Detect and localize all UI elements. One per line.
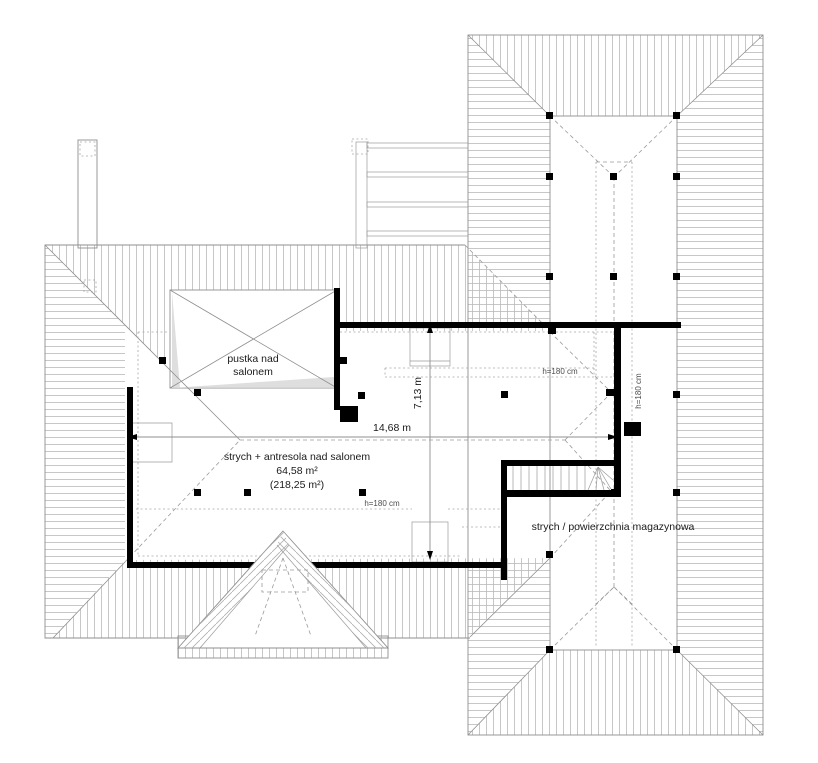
roof-hatch-dashed <box>83 279 97 293</box>
height-contour-label-east: h=180 cm <box>634 373 643 409</box>
wall-east <box>614 322 621 497</box>
attic-area-gross-value: (218,25 m²) <box>270 479 324 491</box>
room-labels: pustka nad salonem strych + antresola na… <box>224 353 695 533</box>
pergola-beams <box>351 138 469 249</box>
height-contour-label-south: h=180 cm <box>364 499 400 508</box>
wall-void-east <box>334 288 340 410</box>
dimension-width: 14,68 m <box>127 422 618 440</box>
structural-post-markers <box>159 112 680 653</box>
attic-walls <box>127 288 681 580</box>
gable-dormer <box>176 530 390 659</box>
stair-winders <box>587 466 614 491</box>
chimney-block-a <box>340 406 358 422</box>
stair-wall-bottom <box>501 490 621 497</box>
wall-south <box>127 562 507 568</box>
storage-attic-label: strych / powierzchnia magazynowa <box>532 521 695 533</box>
dimension-width-label: 14,68 m <box>373 422 411 434</box>
attic-area-value: 64,58 m² <box>276 465 318 477</box>
attic-label-line1: strych + antresola nad salonem <box>224 451 370 463</box>
void-label-line2: salonem <box>233 366 273 378</box>
right-attic-interior <box>549 115 678 651</box>
stair-wall-left <box>501 460 507 580</box>
stair-treads <box>512 466 586 490</box>
chimney-block-b <box>624 422 641 436</box>
void-over-living-room <box>169 289 338 389</box>
height-contour-label-north: h=180 cm <box>542 367 578 376</box>
dimension-height-label: 7,13 m <box>412 377 424 409</box>
staircase <box>512 466 614 491</box>
wall-west <box>127 387 133 568</box>
dimension-height: 7,13 m <box>412 324 433 560</box>
right-wing-roof <box>467 34 764 736</box>
valley-line <box>469 557 551 638</box>
chimney-stack <box>77 139 98 249</box>
dormer-dashed-opening <box>261 569 309 593</box>
wall-niche <box>133 422 173 463</box>
right-roof-eave-outline <box>467 34 764 736</box>
void-label-line1: pustka nad <box>227 353 279 365</box>
wall-north <box>334 322 681 328</box>
stair-wall-top <box>501 460 617 466</box>
